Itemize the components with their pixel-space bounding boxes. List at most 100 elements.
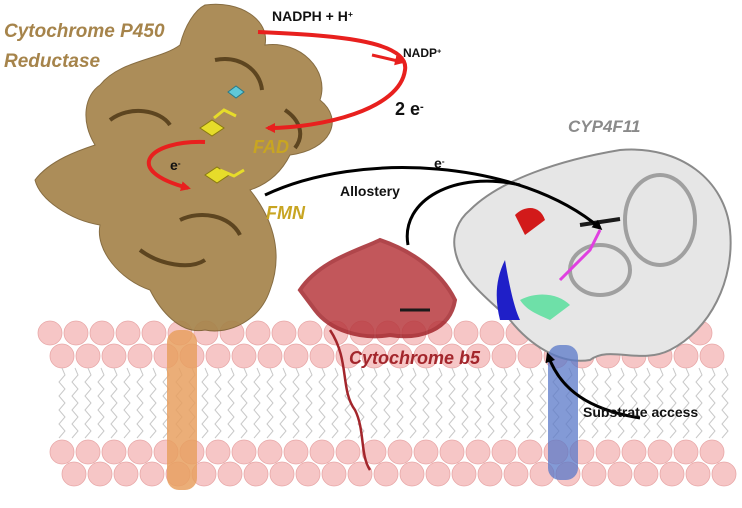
lipid-headgroup [659, 461, 685, 487]
lipid-headgroup [127, 343, 153, 369]
fmn-label: FMN [266, 203, 305, 223]
allostery-label: Allostery [340, 183, 400, 199]
lipid-headgroup [243, 461, 269, 487]
lipid-tail [201, 367, 209, 439]
nadph-electron-arrow [257, 30, 408, 133]
lipid-tail [721, 367, 729, 439]
lipid-tail [266, 367, 274, 439]
lipid-tail [578, 367, 586, 439]
lipid-headgroup [139, 461, 165, 487]
fmn-cofactor [204, 166, 245, 184]
lipid-tail [84, 367, 92, 439]
allostery-arrow [405, 179, 521, 246]
lipid-tail [396, 367, 404, 439]
lipid-headgroup [61, 461, 87, 487]
lipid-tail [591, 367, 599, 439]
cyp4f11-structure [453, 148, 732, 362]
lipid-headgroup [607, 461, 633, 487]
electron-label-fad-fmn: e- [170, 157, 181, 173]
lipid-tail [474, 367, 482, 439]
lipid-headgroup [491, 439, 517, 465]
lipid-headgroup [295, 461, 321, 487]
lipid-tail [227, 367, 235, 439]
lipid-headgroup [245, 320, 271, 346]
lipid-headgroup [205, 439, 231, 465]
lipid-tail [500, 367, 508, 439]
lipid-headgroup [373, 461, 399, 487]
lipid-tail [643, 367, 651, 439]
lipid-tail [448, 367, 456, 439]
lipid-tail [461, 367, 469, 439]
substrate-access-label: Substrate access [583, 404, 699, 420]
reductase-label-line2: Reductase [4, 51, 101, 72]
lipid-headgroup [217, 461, 243, 487]
lipid-tail [97, 367, 105, 439]
lipid-headgroup [269, 461, 295, 487]
lipid-headgroup [439, 439, 465, 465]
lipid-tail [305, 367, 313, 439]
lipid-tail [214, 367, 222, 439]
lipid-tail [123, 367, 131, 439]
lipid-headgroup [673, 343, 699, 369]
lipid-headgroup [491, 343, 517, 369]
lipid-headgroup [361, 439, 387, 465]
lipid-tail [240, 367, 248, 439]
lipid-headgroup [581, 461, 607, 487]
lipid-headgroup [231, 343, 257, 369]
lipid-headgroup [309, 343, 335, 369]
lipid-headgroup [89, 320, 115, 346]
lipid-headgroup [309, 439, 335, 465]
nadph-label: NADPH + H+ [272, 8, 353, 24]
lipid-tail [318, 367, 326, 439]
cyp4f11-tm-helix [548, 345, 578, 480]
cytochrome-b5-label: Cytochrome b5 [349, 348, 481, 368]
lipid-headgroup [127, 439, 153, 465]
nadph-ligand [227, 85, 245, 99]
lipid-tail [110, 367, 118, 439]
reductase-label: Cytochrome P450 [4, 21, 165, 42]
lipid-tail [71, 367, 79, 439]
lipid-tail [409, 367, 417, 439]
lipid-headgroup [685, 461, 711, 487]
lipid-headgroup [63, 320, 89, 346]
lipid-headgroup [465, 439, 491, 465]
lipid-headgroup [503, 461, 529, 487]
lipid-headgroup [453, 320, 479, 346]
lipid-headgroup [49, 343, 75, 369]
lipid-headgroup [699, 439, 725, 465]
reductase-structure [34, 3, 333, 332]
lipid-tail [617, 367, 625, 439]
lipid-headgroup [141, 320, 167, 346]
lipid-tails [58, 367, 729, 439]
lipid-tail [149, 367, 157, 439]
lipid-tail [58, 367, 66, 439]
lipid-headgroup [297, 320, 323, 346]
cyp4f11-label: CYP4F11 [568, 117, 641, 136]
lipid-headgroup [711, 461, 737, 487]
fad-to-fmn-arrow [146, 139, 206, 192]
reductase-tm-helix [167, 330, 197, 490]
electron-label-transfer: e- [434, 155, 445, 171]
lipid-headgroup [595, 439, 621, 465]
lipid-headgroup [647, 439, 673, 465]
lipid-headgroup [517, 439, 543, 465]
lipid-headgroup [387, 439, 413, 465]
lipid-headgroup [673, 439, 699, 465]
lipid-tail [513, 367, 521, 439]
lipid-tail [331, 367, 339, 439]
lipid-tail [279, 367, 287, 439]
lipid-headgroup [205, 343, 231, 369]
two-electrons-label: 2 e- [395, 99, 424, 119]
lipid-headgroup [283, 343, 309, 369]
lipid-tail [487, 367, 495, 439]
lipid-headgroup [621, 439, 647, 465]
lipid-headgroup [399, 461, 425, 487]
lipid-tail [526, 367, 534, 439]
lipid-headgroup [413, 439, 439, 465]
lipid-headgroup [231, 439, 257, 465]
lipid-tail [539, 367, 547, 439]
lipid-tail [435, 367, 443, 439]
lipid-tail [422, 367, 430, 439]
lipid-tail [604, 367, 612, 439]
